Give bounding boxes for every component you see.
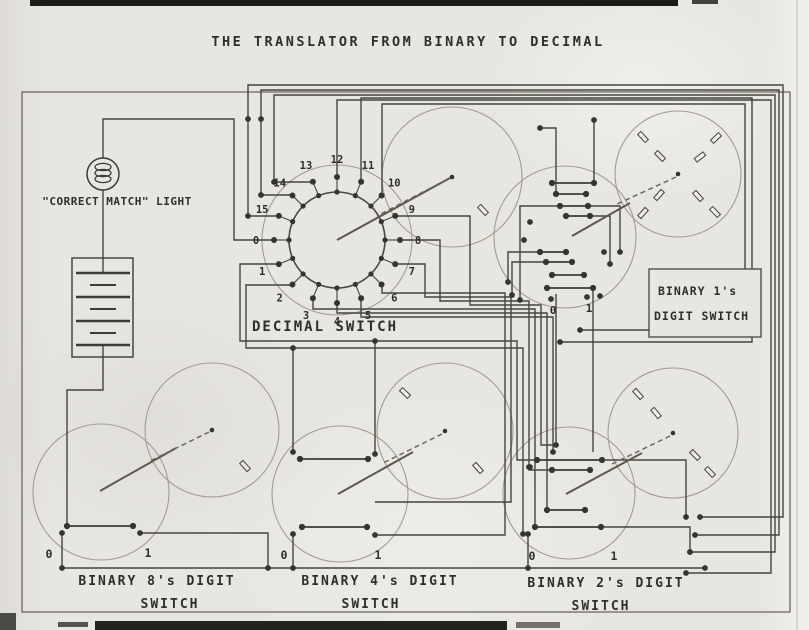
decimal-position-label: 10	[388, 178, 401, 190]
decimal-position-label: 0	[253, 235, 259, 247]
diagram-frame	[21, 0, 798, 630]
binary-8s-contact-1-label: 1	[145, 546, 152, 560]
binary-4s-contact-1-label: 1	[375, 548, 382, 562]
photo-edge-bottom-3	[58, 622, 88, 627]
binary-2s-contact-1-label: 1	[611, 549, 618, 563]
wires	[61, 84, 784, 574]
binary-8s-label-line2: SWITCH	[141, 597, 200, 612]
decimal-position-label: 2	[277, 292, 283, 304]
binary-1s-contact-0-label: 0	[550, 304, 557, 317]
photo-edge-top	[30, 0, 678, 6]
binary-1s-contact-1-label: 1	[586, 302, 593, 315]
photo-edge-bottom	[95, 621, 507, 630]
decimal-position-label: 13	[300, 160, 313, 172]
photo-edge-top-right	[692, 0, 718, 4]
binary-2s-label-line2: SWITCH	[572, 599, 631, 614]
decimal-switch-label: DECIMAL SWITCH	[252, 319, 398, 335]
decimal-position-label: 12	[331, 154, 344, 166]
binary-4s-contact-0-label: 0	[281, 548, 288, 562]
binary-1s-label-box	[648, 268, 762, 338]
binary-2s-label-line1: BINARY 2's DIGIT	[527, 576, 684, 591]
decimal-position-label: 4	[334, 316, 340, 328]
decimal-position-label: 15	[256, 204, 269, 216]
decimal-position-label: 9	[409, 204, 415, 216]
photo-edge-bottom-2	[516, 622, 560, 628]
decimal-position-label: 5	[365, 310, 371, 322]
binary-2s-contact-0-label: 0	[529, 549, 536, 563]
decimal-position-label: 3	[303, 310, 309, 322]
decimal-position-label: 11	[362, 160, 375, 172]
decimal-position-label: 6	[391, 292, 397, 304]
binary-1s-label-line1: BINARY 1's	[658, 284, 737, 298]
binary-1s-label-line2: DIGIT SWITCH	[654, 309, 749, 323]
decimal-position-label: 7	[409, 266, 415, 278]
binary-4s-label-line1: BINARY 4's DIGIT	[301, 574, 458, 589]
photo-edge-corner	[0, 613, 16, 630]
decimal-position-label: 1	[259, 266, 265, 278]
binary-8s-contact-0-label: 0	[46, 547, 53, 561]
binary-8s-label-line1: BINARY 8's DIGIT	[78, 574, 235, 589]
lamp-icon	[86, 157, 120, 191]
correct-match-light-label: "CORRECT MATCH" LIGHT	[42, 195, 192, 208]
battery-icon	[71, 257, 134, 358]
page-title: THE TRANSLATOR FROM BINARY TO DECIMAL	[211, 34, 604, 50]
binary-4s-label-line2: SWITCH	[342, 597, 401, 612]
decimal-position-label: 8	[415, 235, 421, 247]
